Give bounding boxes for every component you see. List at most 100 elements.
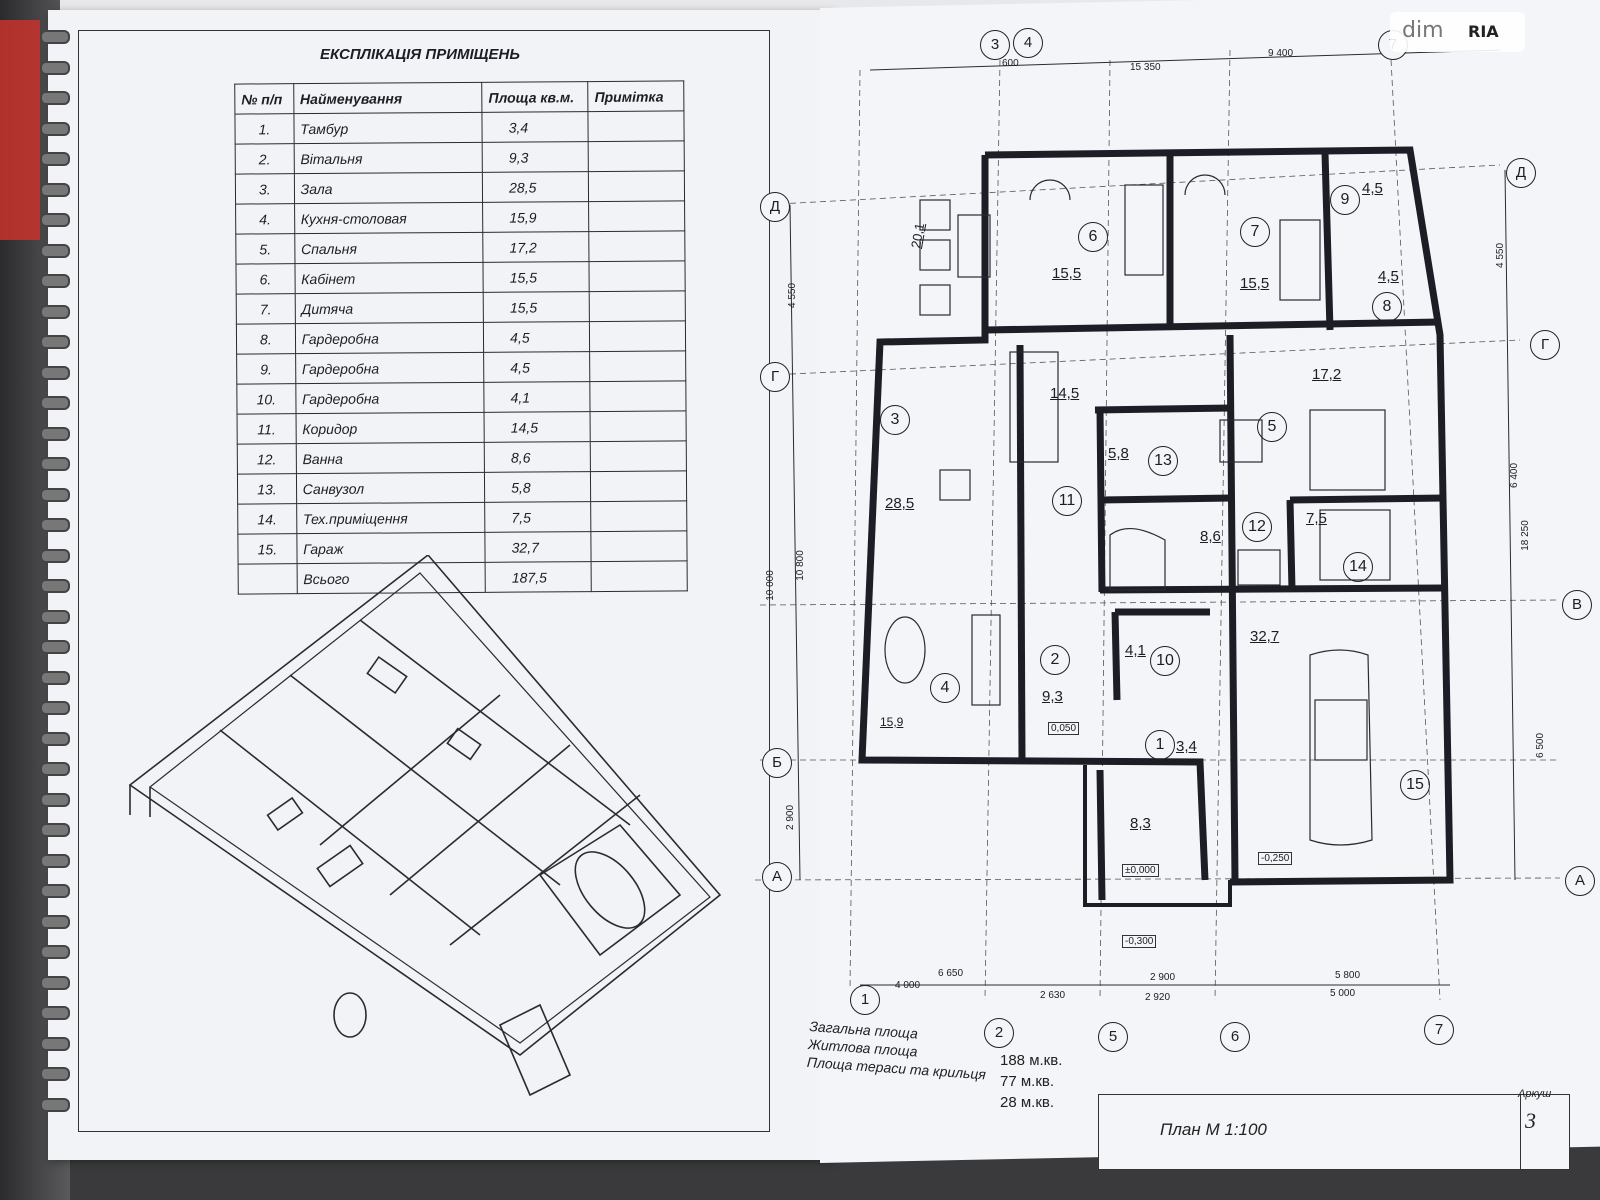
total-area-value: 188 м.кв. xyxy=(1000,1052,1063,1069)
dim-right-2: 6 400 xyxy=(1509,462,1521,489)
axis-top-3: 3 xyxy=(980,30,1010,60)
spiral-ring xyxy=(40,1067,70,1081)
spiral-ring xyxy=(40,152,70,166)
spiral-ring xyxy=(40,518,70,532)
area-room-13: 5,8 xyxy=(1108,445,1129,462)
area-room-7: 15,5 xyxy=(1240,275,1270,292)
spiral-ring xyxy=(40,60,70,75)
dim-right-4: 6 500 xyxy=(1535,732,1547,759)
watermark-dim: dim xyxy=(1402,18,1444,43)
area-room-11: 14,5 xyxy=(1050,385,1080,402)
dimria-watermark: dim RIA xyxy=(1390,12,1525,52)
room-number-14: 14 xyxy=(1343,552,1373,582)
spiral-ring xyxy=(40,975,70,990)
dim-right-1: 4 550 xyxy=(1495,242,1507,269)
dim-left-2: 10 800 xyxy=(794,550,806,581)
spiral-ring xyxy=(40,396,70,410)
explication-title: ЕКСПЛІКАЦІЯ ПРИМІЩЕНЬ xyxy=(320,46,520,63)
dim-top-1: 600 xyxy=(1002,58,1019,69)
area-room-2: 9,3 xyxy=(1042,688,1063,705)
dim-left-1: 4 550 xyxy=(787,282,799,309)
axis-left-B: Б xyxy=(762,748,792,778)
room-number-12: 12 xyxy=(1242,512,1272,542)
spiral-ring xyxy=(40,335,70,349)
axis-bottom-2: 2 xyxy=(984,1018,1014,1048)
axis-left-D: Д xyxy=(760,192,790,222)
level-garage: -0,250 xyxy=(1258,852,1293,865)
dim-bottom-2: 2 900 xyxy=(1150,972,1176,983)
area-room-1: 3,4 xyxy=(1176,738,1197,755)
title-block-divider xyxy=(1519,1095,1521,1169)
spiral-ring xyxy=(40,762,70,776)
axis-bottom-6: 6 xyxy=(1220,1022,1250,1052)
spiral-ring xyxy=(40,701,70,715)
axis-bottom-7: 7 xyxy=(1424,1015,1454,1045)
room-number-7: 7 xyxy=(1240,217,1270,247)
dim-bottom-4: 4 000 xyxy=(895,980,921,991)
dim-bottom-6: 2 920 xyxy=(1145,992,1171,1003)
dim-left-4: 2 900 xyxy=(785,804,797,831)
spiral-ring xyxy=(40,121,70,136)
spiral-ring xyxy=(40,304,70,319)
spiral-ring xyxy=(40,243,70,258)
room-number-11: 11 xyxy=(1052,486,1082,516)
axis-right-D: Д xyxy=(1506,158,1536,188)
spiral-ring xyxy=(40,1097,70,1112)
area-room-8: 4,5 xyxy=(1378,268,1399,285)
spiral-ring xyxy=(40,914,70,929)
spiral-ring xyxy=(40,731,70,746)
area-room-3: 28,5 xyxy=(885,495,915,512)
spiral-ring xyxy=(40,213,70,227)
area-room-14: 7,5 xyxy=(1306,510,1327,527)
room-number-6: 6 xyxy=(1078,222,1108,252)
room-number-10: 10 xyxy=(1150,646,1180,676)
spiral-ring xyxy=(40,823,70,837)
spiral-ring xyxy=(40,91,70,105)
dim-bottom-3: 5 800 xyxy=(1335,970,1361,981)
dim-right-3: 18 250 xyxy=(1519,520,1531,551)
totals-values: 188 м.кв. 77 м.кв. 28 м.кв. xyxy=(1000,1052,1062,1115)
spiral-ring xyxy=(40,365,70,380)
title-block xyxy=(1098,1094,1570,1170)
area-room-10: 4,1 xyxy=(1125,642,1146,659)
room-number-8: 8 xyxy=(1372,292,1402,322)
spiral-ring xyxy=(40,853,70,868)
spiral-ring xyxy=(40,30,70,44)
sheet-number: 3 xyxy=(1525,1108,1536,1133)
spiral-ring xyxy=(40,640,70,654)
spiral-ring xyxy=(40,182,70,197)
plan-scale-title: План М 1:100 xyxy=(1160,1120,1267,1139)
watermark-ria: RIA xyxy=(1468,22,1499,41)
area-porch: 8,3 xyxy=(1130,815,1151,832)
axis-right-V: В xyxy=(1562,590,1592,620)
background-red-object xyxy=(0,20,40,240)
spiral-binding xyxy=(40,30,70,1140)
area-room-12: 8,6 xyxy=(1200,528,1221,545)
dim-left-3: 10 000 xyxy=(764,570,776,601)
spiral-ring xyxy=(40,884,70,898)
room-number-13: 13 xyxy=(1148,446,1178,476)
dim-top-3: 9 400 xyxy=(1268,48,1294,59)
dim-bottom-1: 6 650 xyxy=(938,968,964,979)
spiral-ring xyxy=(40,548,70,563)
area-room-4: 15,9 xyxy=(880,715,904,729)
sheet-label: Аркуш xyxy=(1518,1088,1552,1100)
dim-bottom-5: 2 630 xyxy=(1040,990,1066,1001)
dim-top-2: 15 350 xyxy=(1130,62,1161,73)
axis-top-4: 4 xyxy=(1013,28,1043,58)
axis-bottom-1: 1 xyxy=(850,985,880,1015)
spiral-ring xyxy=(40,579,70,593)
axis-left-A: А xyxy=(762,862,792,892)
room-number-4: 4 xyxy=(930,673,960,703)
room-number-9: 9 xyxy=(1330,185,1360,215)
left-page xyxy=(48,10,834,1160)
room-number-15: 15 xyxy=(1400,770,1430,800)
spiral-ring xyxy=(40,274,70,288)
spiral-ring xyxy=(40,670,70,685)
spiral-ring xyxy=(40,945,70,959)
area-room-6: 15,5 xyxy=(1052,265,1082,282)
terrace-area-value: 28 м.кв. xyxy=(1000,1094,1055,1111)
area-room-15: 32,7 xyxy=(1250,628,1280,645)
room-number-5: 5 xyxy=(1257,412,1287,442)
